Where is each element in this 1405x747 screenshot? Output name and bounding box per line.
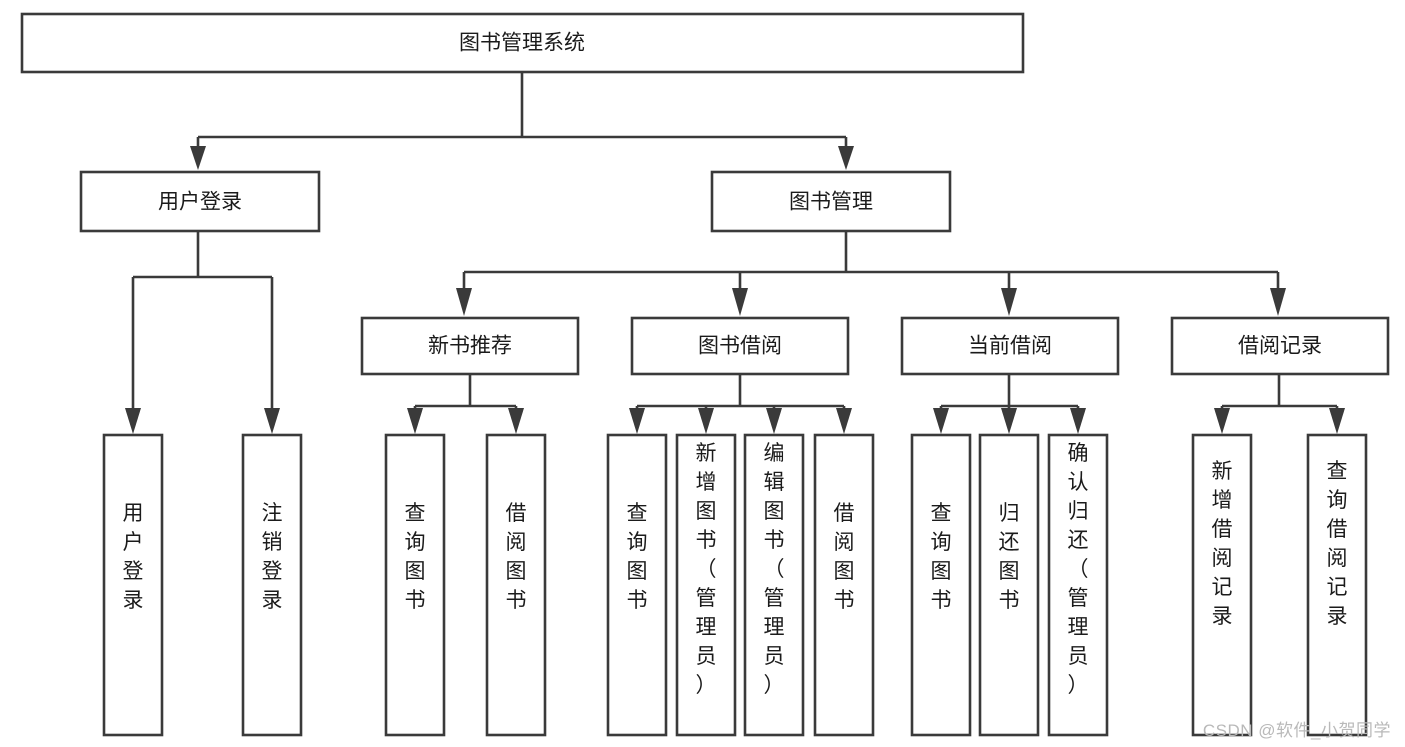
arrowhead-leaf-add-book <box>698 408 714 434</box>
node-borrow-record-box[interactable] <box>1170 316 1390 376</box>
node-borrow-record-label: 借阅记录 <box>1238 335 1322 358</box>
node-leaf-user-login-label: 用户登录 <box>123 502 144 612</box>
node-leaf-query-book-3-label: 查询图书 <box>931 502 952 612</box>
arrowhead-leaf-return-book <box>1001 408 1017 434</box>
arrowhead-book-borrow <box>732 288 748 316</box>
node-leaf-query-book-3[interactable]: 查询图书 <box>910 433 972 737</box>
node-leaf-query-record[interactable]: 查询借阅记录 <box>1306 433 1368 737</box>
arrowhead-leaf-query-book-3 <box>933 408 949 434</box>
arrowhead-leaf-query-book-1 <box>407 408 423 434</box>
node-root-box[interactable] <box>20 12 1025 74</box>
node-book-management-box[interactable] <box>710 170 952 233</box>
arrowhead-leaf-borrow-book-1 <box>508 408 524 434</box>
node-leaf-user-login[interactable]: 用户登录 <box>102 433 164 737</box>
node-leaf-logout-box[interactable] <box>241 433 303 737</box>
node-current-borrow-box[interactable] <box>900 316 1120 376</box>
node-new-book-recommend-box[interactable] <box>360 316 580 376</box>
node-leaf-add-record-box[interactable] <box>1191 433 1253 737</box>
arrowhead-leaf-add-record <box>1214 408 1230 434</box>
node-new-book-recommend-label: 新书推荐 <box>428 335 512 358</box>
node-leaf-return-book[interactable]: 归还图书 <box>978 433 1040 737</box>
node-leaf-query-book-1-box[interactable] <box>384 433 446 737</box>
arrowhead-leaf-logout <box>264 408 280 434</box>
node-new-book-recommend[interactable]: 新书推荐 <box>360 316 580 376</box>
arrowhead-borrow-record <box>1270 288 1286 316</box>
node-leaf-return-book-label: 归还图书 <box>999 502 1020 612</box>
node-book-borrow-box[interactable] <box>630 316 850 376</box>
node-root-label: 图书管理系统 <box>459 32 585 55</box>
node-leaf-add-record[interactable]: 新增借阅记录 <box>1191 433 1253 737</box>
csdn-watermark: CSDN @软件_小贺同学 <box>1202 721 1391 740</box>
node-borrow-record[interactable]: 借阅记录 <box>1170 316 1390 376</box>
arrowhead-leaf-edit-book <box>766 408 782 434</box>
node-root[interactable]: 图书管理系统 <box>20 12 1025 74</box>
node-leaf-add-record-label: 新增借阅记录 <box>1212 460 1233 628</box>
node-current-borrow-label: 当前借阅 <box>968 335 1052 358</box>
node-leaf-borrow-book-2-label: 借阅图书 <box>834 502 855 612</box>
node-book-management-label: 图书管理 <box>789 191 873 214</box>
node-leaf-logout-label: 注销登录 <box>262 502 283 612</box>
node-leaf-return-book-box[interactable] <box>978 433 1040 737</box>
node-leaf-query-book-2-box[interactable] <box>606 433 668 737</box>
node-leaf-confirm-return-label: 确认归还（管理员） <box>1068 442 1089 697</box>
arrowhead-user-login <box>190 146 206 170</box>
node-leaf-borrow-book-2[interactable]: 借阅图书 <box>813 433 875 737</box>
node-leaf-edit-book[interactable]: 编辑图书（管理员） <box>743 433 805 737</box>
node-user-login-label: 用户登录 <box>158 191 242 214</box>
node-leaf-query-book-1-label: 查询图书 <box>405 502 426 612</box>
arrowhead-leaf-confirm-return <box>1070 408 1086 434</box>
node-leaf-query-book-1[interactable]: 查询图书 <box>384 433 446 737</box>
node-leaf-borrow-book-1[interactable]: 借阅图书 <box>485 433 547 737</box>
node-user-login-box[interactable] <box>79 170 321 233</box>
node-leaf-edit-book-label: 编辑图书（管理员） <box>764 442 785 697</box>
arrowhead-leaf-query-record <box>1329 408 1345 434</box>
arrowhead-leaf-user-login <box>125 408 141 434</box>
arrowhead-book-mgmt <box>838 146 854 170</box>
node-leaf-borrow-book-2-box[interactable] <box>813 433 875 737</box>
node-leaf-add-book[interactable]: 新增图书（管理员） <box>675 433 737 737</box>
node-leaf-user-login-box[interactable] <box>102 433 164 737</box>
node-leaf-query-record-box[interactable] <box>1306 433 1368 737</box>
arrowhead-leaf-borrow-book-2 <box>836 408 852 434</box>
node-leaf-query-book-2-label: 查询图书 <box>627 502 648 612</box>
node-leaf-query-book-3-box[interactable] <box>910 433 972 737</box>
node-leaf-query-record-label: 查询借阅记录 <box>1327 460 1348 628</box>
arrowhead-new-book-recommend <box>456 288 472 316</box>
node-leaf-edit-book-box[interactable] <box>743 433 805 737</box>
node-leaf-confirm-return-box[interactable] <box>1047 433 1109 737</box>
node-book-borrow-label: 图书借阅 <box>698 335 782 358</box>
arrowhead-leaf-query-book-2 <box>629 408 645 434</box>
node-leaf-confirm-return[interactable]: 确认归还（管理员） <box>1047 433 1109 737</box>
arrowhead-current-borrow <box>1001 288 1017 316</box>
connector-group <box>125 72 1345 434</box>
node-leaf-logout[interactable]: 注销登录 <box>241 433 303 737</box>
node-leaf-add-book-label: 新增图书（管理员） <box>696 442 717 697</box>
node-user-login[interactable]: 用户登录 <box>79 170 321 233</box>
node-current-borrow[interactable]: 当前借阅 <box>900 316 1120 376</box>
node-book-management[interactable]: 图书管理 <box>710 170 952 233</box>
node-leaf-add-book-box[interactable] <box>675 433 737 737</box>
node-leaf-borrow-book-1-box[interactable] <box>485 433 547 737</box>
node-book-borrow[interactable]: 图书借阅 <box>630 316 850 376</box>
node-leaf-query-book-2[interactable]: 查询图书 <box>606 433 668 737</box>
node-leaf-borrow-book-1-label: 借阅图书 <box>506 502 527 612</box>
